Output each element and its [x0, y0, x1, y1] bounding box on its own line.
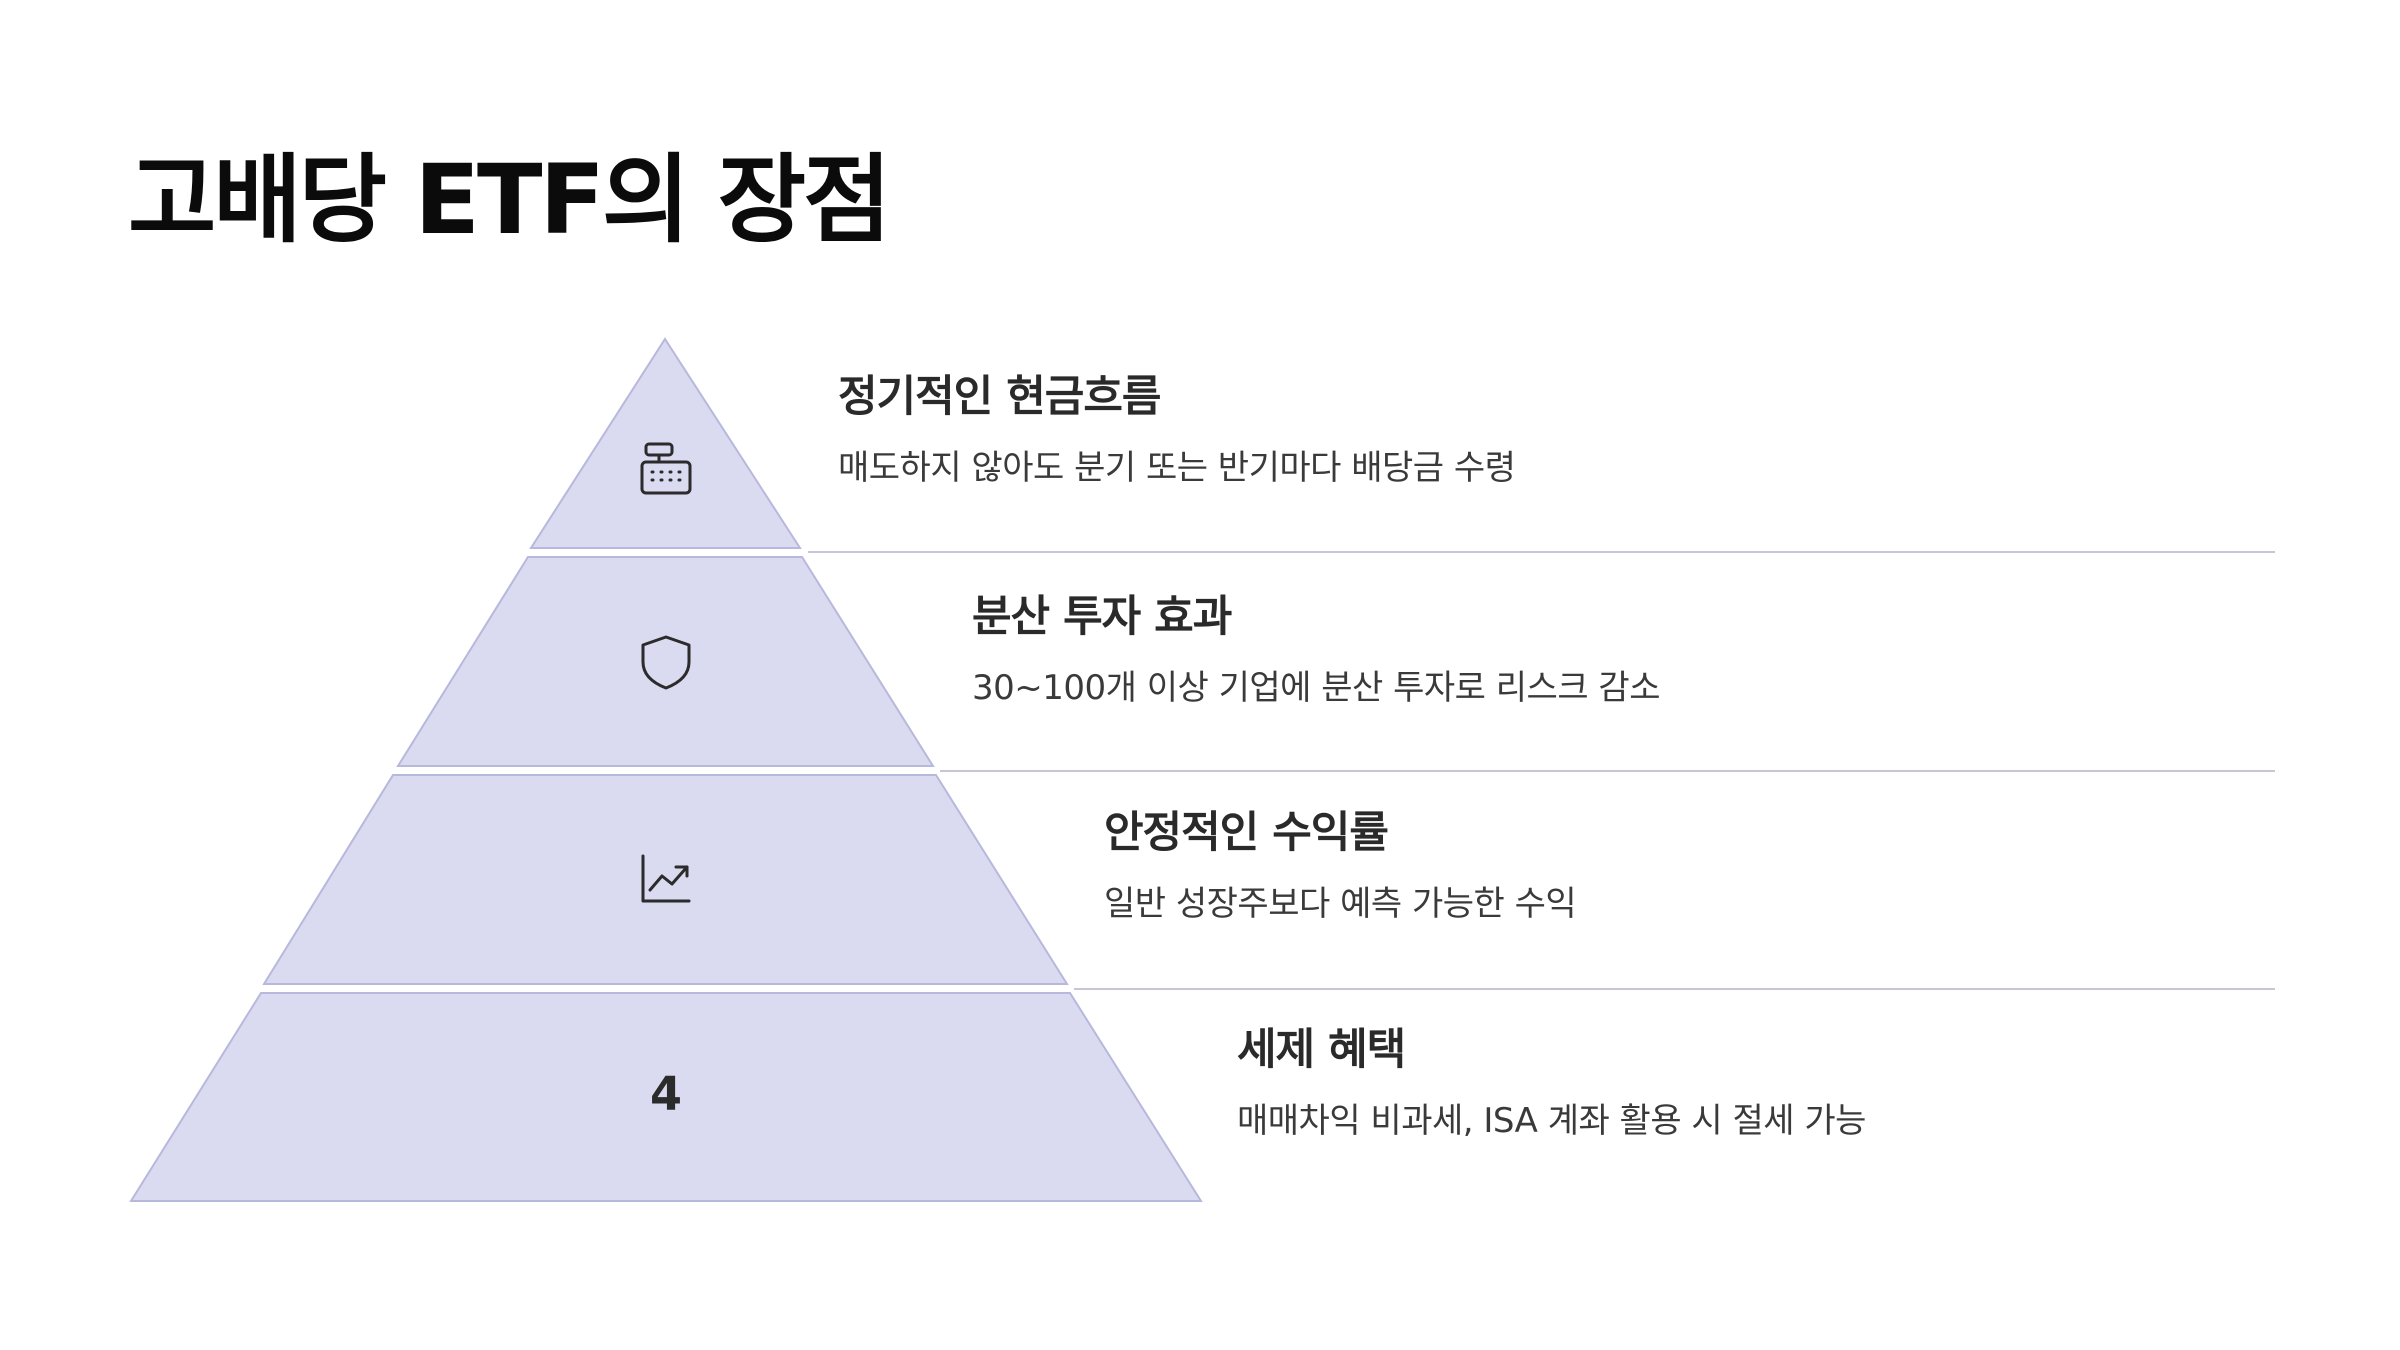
tier-1-heading: 정기적인 현금흐름	[838, 372, 1161, 422]
tier-3-heading: 안정적인 수익률	[1104, 808, 1389, 858]
cash-register-icon	[640, 442, 692, 495]
tier-2-description: 30~100개 이상 기업에 분산 투자로 리스크 감소	[972, 667, 1660, 708]
tier-4-description: 매매차익 비과세, ISA 계좌 활용 시 절세 가능	[1237, 1100, 1866, 1141]
tier-1-description: 매도하지 않아도 분기 또는 반기마다 배당금 수령	[838, 447, 1516, 488]
tier-3-text: 안정적인 수익률 일반 성장주보다 예측 가능한 수익	[1104, 808, 1577, 924]
tier-number-4: 4	[650, 1067, 682, 1121]
tier-2-heading: 분산 투자 효과	[972, 592, 1232, 642]
trending-chart-icon	[641, 854, 691, 903]
pyramid-tier-2	[396, 556, 935, 767]
page-title: 고배당 ETF의 장점	[128, 144, 891, 256]
tier-3-description: 일반 성장주보다 예측 가능한 수익	[1104, 883, 1577, 924]
shield-icon	[641, 635, 691, 690]
tier-2-text: 분산 투자 효과 30~100개 이상 기업에 분산 투자로 리스크 감소	[972, 592, 1660, 708]
tier-1-text: 정기적인 현금흐름 매도하지 않아도 분기 또는 반기마다 배당금 수령	[838, 372, 1516, 488]
tier-4-text: 세제 혜택 매매차익 비과세, ISA 계좌 활용 시 절세 가능	[1237, 1025, 1866, 1141]
tier-4-heading: 세제 혜택	[1237, 1025, 1406, 1075]
pyramid-tier-4	[129, 992, 1203, 1202]
